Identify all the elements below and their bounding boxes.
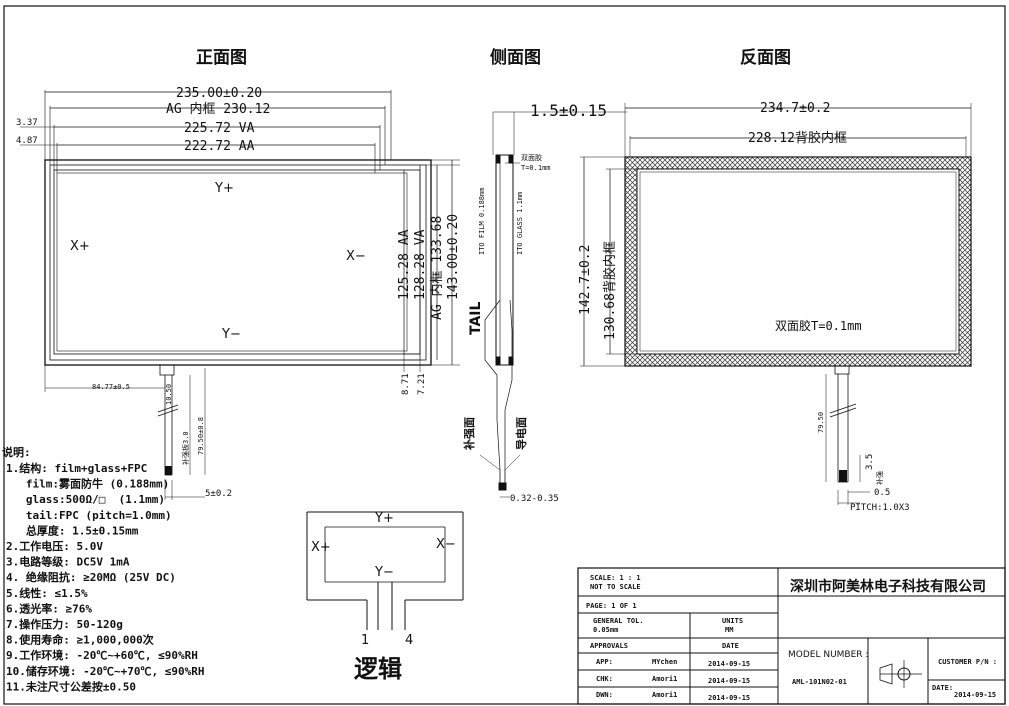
tb-app-name: MYchen — [652, 658, 677, 666]
side-ito-glass: ITO GLASS 1.1mm — [516, 192, 524, 255]
front-y-minus: Y− — [221, 327, 241, 342]
note-line: 11.未注尺寸公差按±0.50 — [6, 679, 136, 693]
tb-units-value: MM — [725, 626, 733, 634]
tb-model-value: AML-101N02-01 — [792, 678, 847, 686]
back-inner-width: 228.12背胶内框 — [748, 130, 847, 146]
front-x-plus: X+ — [70, 239, 90, 254]
logic-label: 逻辑 — [354, 655, 402, 683]
note-line: 10.储存环境: -20℃~+70℃, ≤90%RH — [6, 664, 204, 678]
back-overall-height: 142.7±0.2 — [578, 245, 593, 315]
notes-list: 1.结构: film+glass+FPC film:雾面防牛 (0.188mm)… — [6, 461, 204, 693]
front-x-minus: X− — [346, 249, 366, 264]
tb-app-label: APP: — [596, 658, 613, 666]
logic-x-minus: X− — [436, 537, 456, 552]
note-line: 1.结构: film+glass+FPC — [6, 461, 147, 475]
logic-pin-4: 4 — [405, 633, 413, 648]
title-block — [577, 567, 1006, 705]
front-tail-reinforce: 补强板3.0 — [181, 431, 190, 465]
front-left-offset-337: 3.37 — [16, 118, 38, 128]
tb-date-label: DATE — [722, 642, 739, 650]
tb-tol-label: GENERAL TOL. — [593, 617, 644, 625]
logic-x-plus: X+ — [311, 540, 331, 555]
tb-chk-label: CHK: — [596, 675, 613, 683]
front-aa-width: 222.72 AA — [184, 139, 255, 154]
logic-y-minus: Y− — [374, 565, 394, 580]
tb-date2-label: DATE: — [932, 684, 953, 692]
side-thickness: 1.5±0.15 — [530, 101, 607, 120]
side-reinforce-face: 补强面 — [462, 417, 476, 451]
back-dim-35: 3.5 — [865, 454, 875, 470]
note-line: tail:FPC (pitch=1.0mm) — [6, 509, 172, 522]
side-ito-film: ITO FILM 0.188mm — [478, 188, 486, 255]
tb-customer-label: CUSTOMER P/N : — [938, 658, 997, 666]
front-overall-width: 235.00±0.20 — [176, 86, 262, 101]
note-line: film:雾面防牛 (0.188mm) — [6, 477, 169, 491]
notes-heading: 说明: — [2, 445, 31, 459]
tb-dwn-label: DWN: — [596, 691, 613, 699]
note-line: 2.工作电压: 5.0V — [6, 539, 103, 553]
front-y-plus: Y+ — [214, 181, 234, 196]
side-tail: TAIL — [468, 301, 484, 335]
back-inner-height: 130.68背胶内框 — [602, 241, 618, 340]
tb-company: 深圳市阿美林电子科技有限公司 — [790, 578, 986, 595]
note-line: 9.工作环境: -20℃~+60℃, ≤90%RH — [6, 648, 198, 662]
note-line: 8.使用寿命: ≥1,000,000次 — [6, 633, 154, 647]
tb-not-to-scale: NOT TO SCALE — [590, 583, 641, 591]
tb-page: PAGE: 1 OF 1 — [586, 602, 637, 610]
back-pitch: PITCH:1.0X3 — [850, 503, 910, 513]
front-overall-height: 143.00±0.20 — [446, 214, 461, 300]
front-va-width: 225.72 VA — [184, 121, 255, 136]
front-ag-inner-width: AG 内框 230.12 — [166, 101, 270, 117]
tb-approvals: APPROVALS — [590, 642, 628, 650]
side-tape-thickness: T=0.1mm — [521, 164, 551, 172]
back-tail-length: 79.50 — [817, 412, 825, 433]
back-view — [580, 103, 972, 505]
back-tape-label: 双面胶T=0.1mm — [775, 318, 862, 333]
tb-dwn-date: 2014-09-15 — [708, 694, 750, 702]
front-aa-height: 125.28 AA — [397, 229, 412, 300]
note-line: 3.电路等级: DC5V 1mA — [6, 555, 130, 569]
side-tape: 双面胶 — [521, 153, 542, 162]
tb-chk-date: 2014-09-15 — [708, 677, 750, 685]
side-view — [479, 111, 627, 498]
tb-app-date: 2014-09-15 — [708, 660, 750, 668]
tb-scale: SCALE: 1 : 1 — [590, 574, 641, 582]
front-view-title: 正面图 — [196, 48, 247, 68]
tb-chk-name: Amori1 — [652, 675, 677, 683]
back-view-title: 反面图 — [740, 48, 791, 68]
tb-date2-value: 2014-09-15 — [954, 691, 996, 699]
side-fpc-thickness: 0.32-0.35 — [510, 494, 559, 504]
note-line: glass:500Ω/□ (1.1mm) — [6, 493, 165, 506]
tb-tol-value: 0.05mm — [593, 626, 618, 634]
back-dim-mark: 补强 — [875, 471, 884, 485]
front-tail-width: 5±0.2 — [205, 489, 232, 499]
logic-y-plus: Y+ — [374, 511, 394, 526]
note-line: 7.操作压力: 50-120g — [6, 617, 123, 631]
side-conductive-face: 导电面 — [514, 417, 528, 450]
front-view — [20, 90, 460, 500]
back-dim-05: 0.5 — [874, 488, 890, 498]
tb-model-label: MODEL NUMBER : — [788, 650, 868, 660]
front-tail-mark: 10.50 — [165, 384, 173, 405]
side-view-title: 侧面图 — [490, 47, 541, 68]
note-line: 5.线性: ≤1.5% — [6, 586, 88, 600]
sheet-border — [3, 5, 1006, 705]
note-line: 4. 绝缘阻抗: ≥20MΩ (25V DC) — [6, 570, 176, 584]
back-overall-width: 234.7±0.2 — [760, 101, 830, 116]
front-dim-721: 7.21 — [417, 373, 427, 395]
front-tail-length: 79.50±0.8 — [197, 417, 205, 455]
note-line: 总厚度: 1.5±0.15mm — [6, 523, 139, 537]
note-line: 6.透光率: ≥76% — [6, 601, 92, 615]
tb-dwn-name: Amori1 — [652, 691, 677, 699]
logic-pin-1: 1 — [361, 633, 369, 648]
tb-units-label: UNITS — [722, 617, 743, 625]
front-tail-offset: 84.77±0.5 — [92, 383, 130, 391]
front-ag-height: AG 内框 133.68 — [429, 216, 445, 320]
front-left-offset-487: 4.87 — [16, 136, 38, 146]
front-dim-871: 8.71 — [401, 373, 411, 395]
logic-diagram — [306, 511, 464, 630]
front-va-height: 128.28 VA — [413, 229, 428, 300]
